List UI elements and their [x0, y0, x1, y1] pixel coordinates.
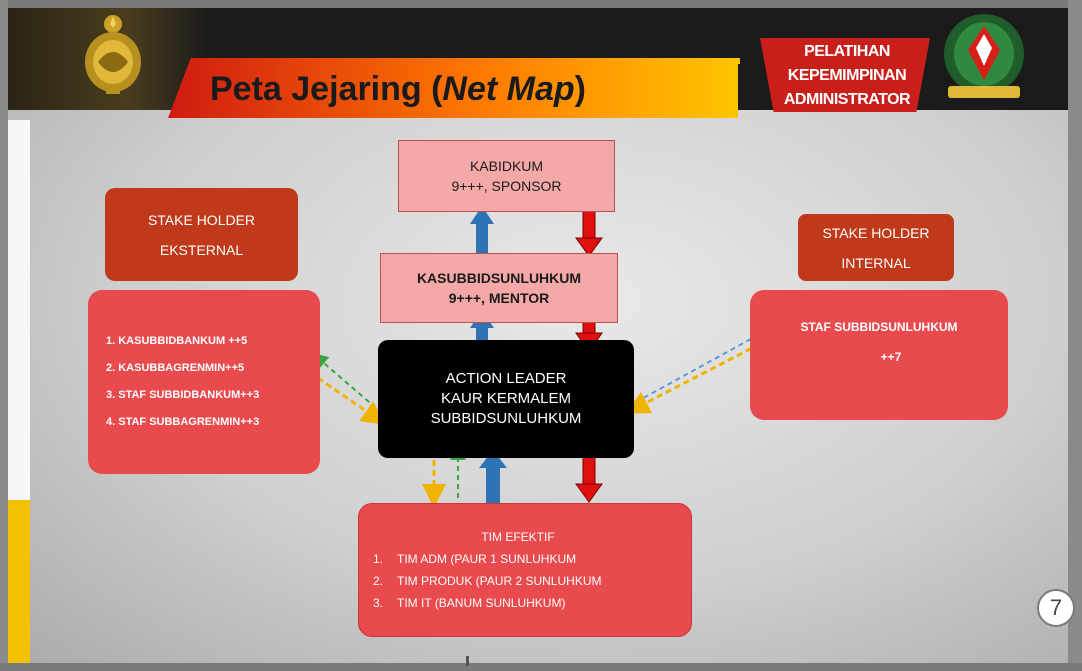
list-item: STAF SUBBIDSUNLUHKUM — [800, 320, 958, 334]
node-action-leader: ACTION LEADER KAUR KERMALEM SUBBIDSUNLUH… — [378, 340, 634, 458]
course-label-banner — [760, 38, 930, 112]
tim-efektif-title: TIM EFEKTIF — [481, 530, 555, 544]
tim-item-text: TIM IT (BANUM SUNLUHKUM) — [397, 596, 566, 610]
tim-item: 1. TIM ADM (PAUR 1 SUNLUHKUM — [373, 548, 576, 570]
stake-ext-line-1: STAKE HOLDER — [147, 211, 256, 228]
left-accent-white — [8, 120, 30, 500]
stake-internal-list: STAF SUBBIDSUNLUHKUM ++7 — [750, 290, 1008, 420]
node-stake-holder-eksternal: STAKE HOLDER EKSTERNAL — [105, 188, 298, 281]
stake-int-line-2: INTERNAL — [841, 254, 911, 271]
stake-eksternal-list: 1. KASUBBIDBANKUM ++5 2. KASUBBAGRENMIN+… — [88, 290, 320, 474]
kabidkum-title: KABIDKUM — [469, 158, 544, 174]
tim-item-number: 2. — [373, 574, 384, 588]
action-leader-line-3: SUBBIDSUNLUHKUM — [430, 410, 582, 427]
frame-bottom — [0, 663, 1082, 671]
frame-top — [0, 0, 1082, 8]
node-stake-holder-internal: STAKE HOLDER INTERNAL — [798, 214, 954, 281]
tim-item-number: 1. — [373, 552, 384, 566]
node-kasubbid: KASUBBIDSUNLUHKUM 9+++, MENTOR — [380, 253, 618, 323]
cursor-mark — [466, 656, 469, 666]
course-label: PELATIHAN KEPEMIMPINAN ADMINISTRATOR — [762, 40, 932, 112]
list-item: 4. STAF SUBBAGRENMIN++3 — [106, 416, 260, 428]
list-item: 3. STAF SUBBIDBANKUM++3 — [106, 389, 260, 401]
police-crest-icon — [85, 15, 141, 94]
list-item: 1. KASUBBIDBANKUM ++5 — [106, 335, 248, 347]
page-title: Peta Jejaring (Net Map) — [210, 70, 586, 108]
title-ribbon — [168, 58, 738, 118]
tim-item: 2. TIM PRODUK (PAUR 2 SUNLUHKUM — [373, 570, 601, 592]
action-leader-line-2: KAUR KERMALEM — [440, 390, 572, 407]
tim-item-text: TIM PRODUK (PAUR 2 SUNLUHKUM — [397, 574, 602, 588]
tim-item-number: 3. — [373, 596, 384, 610]
node-tim-efektif: TIM EFEKTIF 1.TIM ADM (PAUR 1 SUNLUHKUM … — [358, 503, 692, 637]
frame-right — [1068, 0, 1082, 671]
kasubbid-title: KASUBBIDSUNLUHKUM — [416, 270, 582, 286]
kasubbid-role: 9+++, MENTOR — [448, 290, 550, 306]
institution-emblem-icon — [944, 14, 1024, 98]
frame-left — [0, 0, 8, 671]
course-label-line-1: PELATIHAN — [804, 43, 890, 60]
action-leader-line-1: ACTION LEADER — [445, 370, 567, 387]
tim-item-text: TIM ADM (PAUR 1 SUNLUHKUM — [397, 552, 577, 566]
left-accent-gold — [8, 500, 30, 663]
tim-item: 3. TIM IT (BANUM SUNLUHKUM) — [373, 592, 565, 614]
stake-ext-line-2: EKSTERNAL — [159, 241, 244, 258]
list-item: 2. KASUBBAGRENMIN++5 — [106, 362, 245, 374]
list-item-score: ++7 — [880, 350, 902, 364]
course-label-line-3: ADMINISTRATOR — [783, 91, 911, 108]
course-label-line-2: KEPEMIMPINAN — [787, 67, 907, 84]
stake-int-line-1: STAKE HOLDER — [822, 224, 930, 241]
page-number: 7 — [1037, 589, 1075, 627]
kabidkum-role: 9+++, SPONSOR — [451, 178, 562, 194]
node-kabidkum: KABIDKUM 9+++, SPONSOR — [398, 140, 615, 212]
